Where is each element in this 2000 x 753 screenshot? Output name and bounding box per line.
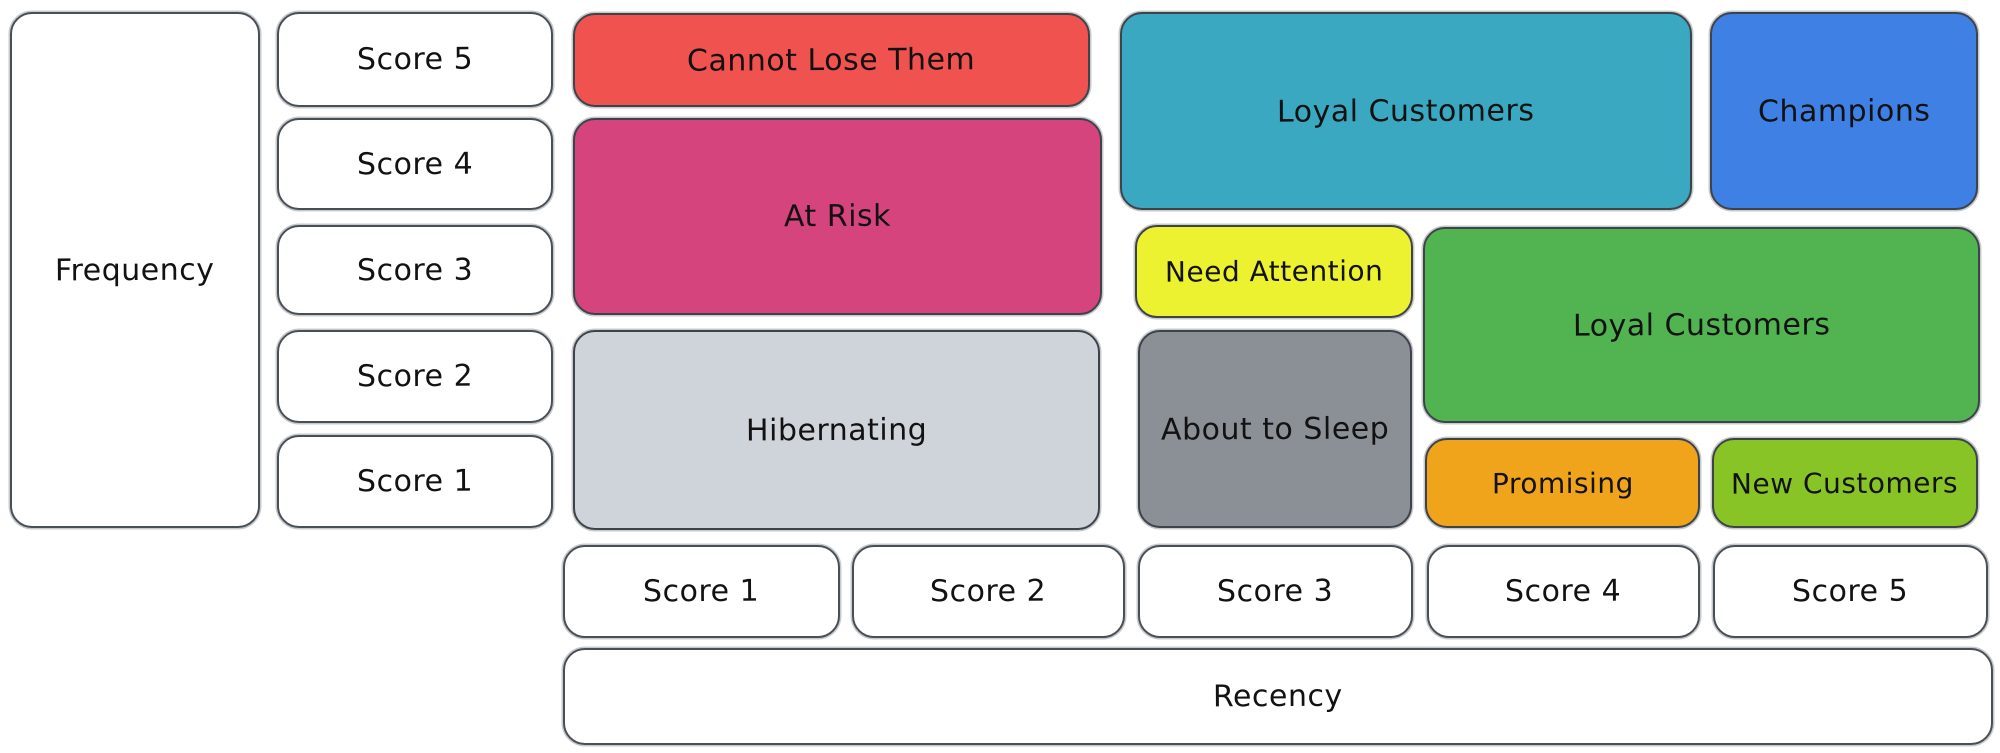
recency-score-2-label: Score 2 [930, 573, 1047, 610]
segment-champions: Champions [1710, 12, 1978, 210]
segment-loyal-customers-mid-label: Loyal Customers [1572, 306, 1831, 344]
segment-loyal-customers-top: Loyal Customers [1120, 12, 1692, 210]
frequency-axis-label: Frequency [55, 252, 215, 288]
segment-cannot-lose-them-label: Cannot Lose Them [687, 41, 976, 79]
frequency-score-4-label: Score 4 [356, 146, 474, 182]
recency-score-5-label: Score 5 [1792, 573, 1909, 610]
recency-axis-box: Recency [563, 648, 1993, 745]
frequency-score-3-label: Score 3 [356, 252, 474, 288]
segment-new-customers-label: New Customers [1731, 465, 1959, 501]
segment-at-risk-label: At Risk [783, 198, 892, 235]
frequency-score-2-label: Score 2 [356, 358, 474, 395]
segment-at-risk: At Risk [573, 118, 1102, 315]
frequency-score-4-box: Score 4 [277, 118, 553, 210]
frequency-score-5-label: Score 5 [356, 41, 474, 78]
frequency-score-1-label: Score 1 [356, 463, 474, 500]
recency-score-5-box: Score 5 [1713, 545, 1988, 638]
frequency-score-1-box: Score 1 [277, 435, 553, 528]
segment-about-to-sleep: About to Sleep [1138, 330, 1412, 528]
recency-score-1-label: Score 1 [643, 573, 760, 610]
recency-score-3-box: Score 3 [1138, 545, 1413, 638]
frequency-score-5-box: Score 5 [277, 12, 553, 107]
frequency-axis-box: Frequency [10, 12, 260, 528]
segment-champions-label: Champions [1757, 93, 1931, 129]
recency-score-4-label: Score 4 [1505, 573, 1622, 610]
frequency-score-2-box: Score 2 [277, 330, 553, 423]
recency-score-3-label: Score 3 [1217, 573, 1334, 610]
recency-score-2-box: Score 2 [852, 545, 1125, 638]
segment-promising-label: Promising [1491, 466, 1634, 500]
segment-promising: Promising [1425, 438, 1700, 528]
recency-score-1-box: Score 1 [563, 545, 840, 638]
frequency-score-3-box: Score 3 [277, 225, 553, 315]
segment-cannot-lose-them: Cannot Lose Them [573, 13, 1090, 107]
segment-new-customers: New Customers [1712, 438, 1978, 528]
recency-axis-label: Recency [1213, 678, 1343, 715]
segment-need-attention-label: Need Attention [1164, 254, 1384, 289]
segment-loyal-customers-top-label: Loyal Customers [1277, 92, 1535, 130]
segment-hibernating-label: Hibernating [745, 412, 928, 448]
segment-hibernating: Hibernating [573, 330, 1100, 530]
segment-loyal-customers-mid: Loyal Customers [1423, 227, 1980, 423]
recency-score-4-box: Score 4 [1427, 545, 1700, 638]
segment-about-to-sleep-label: About to Sleep [1160, 410, 1390, 448]
segment-need-attention: Need Attention [1135, 225, 1413, 318]
